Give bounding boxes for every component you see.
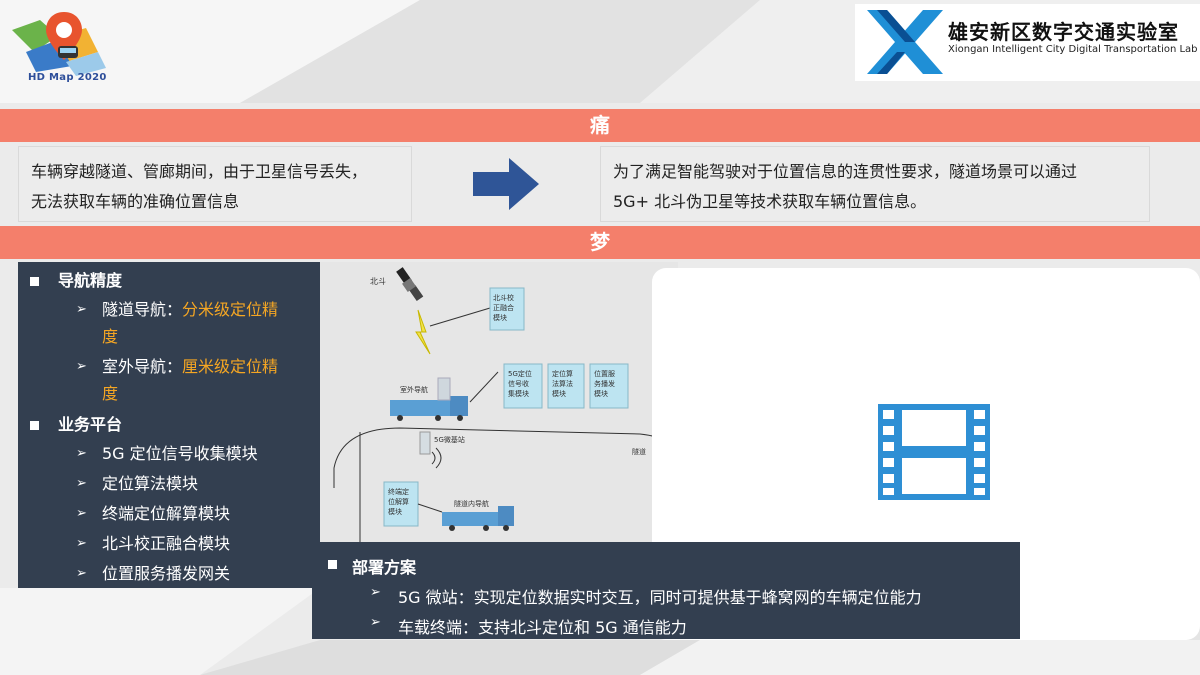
item-highlight-cont: 度 [102,327,119,346]
pain-solution-box: 为了满足智能驾驶对于位置信息的连贯性要求，隧道场景可以通过 5G+ 北斗伪卫星等… [600,146,1150,222]
section-business-platform: 业务平台 [28,410,320,440]
module-5g-box [503,363,543,409]
item-text: 终端定位解算模块 [102,504,231,523]
section-nav-accuracy: 导航精度 [28,266,320,296]
pain-solution-line2: 5G+ 北斗伪卫星等技术获取车辆位置信息。 [613,192,927,211]
bullet-square-icon [30,277,39,286]
tunnel-nav-label: 隧道内导航 [454,499,489,508]
deploy-item-vehicle-terminal: ➢ 车载终端：支持北斗定位和 5G 通信能力 [370,614,687,638]
section-title: 业务平台 [58,415,123,434]
signal-waves-icon [431,447,442,469]
deploy-item-text: 5G 微站：实现定位数据实时交互，同时可提供基于蜂窝网的车辆定位能力 [398,588,922,607]
connector-line [417,503,443,513]
list-item: ➢ 北斗校正融合模块 [28,530,320,557]
list-item-outdoor-nav: ➢ 室外导航：厘米级定位精 度 [28,353,320,407]
base-station-icon [419,431,431,455]
beidou-module-label: 北斗校 正融合 模块 [493,293,516,322]
module-service-box [589,363,629,409]
satellite-icon [396,267,424,302]
satellite-label: 北斗 [370,277,386,286]
film-strip-icon[interactable] [878,404,990,500]
terminal-module-box [383,481,419,527]
outdoor-truck-icon [390,377,468,421]
signal-bolt-icon [415,309,431,355]
system-diagram: 北斗 北斗校 正融合 模块 室外导航 5G定位 信号收 集模块 定位算 法算法 … [320,262,678,542]
list-item: ➢ 位置服务播发网关 [28,560,320,587]
lab-subtitle: Xiongan Intelligent City Digital Transpo… [948,44,1198,55]
pain-solution-line1: 为了满足智能驾驶对于位置信息的连贯性要求，隧道场景可以通过 [613,162,1078,181]
item-label: 隧道导航： [102,300,183,319]
list-item: ➢ 定位算法模块 [28,470,320,497]
arrow-bullet-icon: ➢ [76,359,87,374]
deploy-item-text: 车载终端：支持北斗定位和 5G 通信能力 [398,618,687,637]
module-algo-box [547,363,585,409]
pain-problem-box: 车辆穿越隧道、管廊期间，由于卫星信号丢失， 无法获取车辆的准确位置信息 [18,146,412,222]
item-text: 北斗校正融合模块 [102,534,231,553]
arrow-bullet-icon: ➢ [370,615,381,630]
module-service-label: 位置服 务播发 模块 [594,369,617,398]
section-title: 导航精度 [58,271,123,290]
deploy-title: 部署方案 [326,554,416,578]
tunnel-truck-icon [442,506,514,531]
item-highlight: 分米级定位精 [182,300,279,319]
connector-line [429,307,491,327]
arrow-bullet-icon: ➢ [76,506,87,521]
arrow-bullet-icon: ➢ [76,302,87,317]
item-text: 5G 定位信号收集模块 [102,444,258,463]
bullet-square-icon [328,560,337,569]
lab-title: 雄安新区数字交通实验室 [948,20,1179,44]
pain-problem-line1: 车辆穿越隧道、管廊期间，由于卫星信号丢失， [31,162,368,181]
beidou-module-box [489,287,525,331]
dream-band: 梦 [0,226,1200,259]
arrow-bullet-icon: ➢ [76,446,87,461]
arrow-bullet-icon: ➢ [76,536,87,551]
item-label: 室外导航： [102,357,183,376]
pain-band: 痛 [0,109,1200,142]
deploy-item-5g-station: ➢ 5G 微站：实现定位数据实时交互，同时可提供基于蜂窝网的车辆定位能力 [370,584,922,608]
outdoor-nav-label: 室外导航 [400,385,428,394]
module-algo-label: 定位算 法算法 模块 [552,369,575,398]
map-pin-logo [12,12,106,76]
base-station-label: 5G微基站 [434,435,465,444]
deploy-title-text: 部署方案 [352,558,417,577]
tunnel-label: 隧道 [632,447,646,456]
arrow-bullet-icon: ➢ [76,566,87,581]
x-logo [867,10,943,74]
right-arrow-icon [473,158,539,210]
item-text: 定位算法模块 [102,474,199,493]
list-item: ➢ 5G 定位信号收集模块 [28,440,320,467]
arrow-bullet-icon: ➢ [370,585,381,600]
module-5g-label: 5G定位 信号收 集模块 [508,369,534,398]
connector-line [469,371,499,403]
item-highlight: 厘米级定位精 [182,357,279,376]
list-item-tunnel-nav: ➢ 隧道导航：分米级定位精 度 [28,296,320,350]
terminal-module-label: 终端定 位解算 模块 [388,487,411,516]
deploy-panel: 部署方案 ➢ 5G 微站：实现定位数据实时交互，同时可提供基于蜂窝网的车辆定位能… [312,542,1020,639]
nav-panel [18,262,320,588]
lab-logo: 雄安新区数字交通实验室 Xiongan Intelligent City Dig… [855,4,1200,81]
pain-problem-line2: 无法获取车辆的准确位置信息 [31,192,240,211]
arrow-bullet-icon: ➢ [76,476,87,491]
item-highlight-cont: 度 [102,384,119,403]
list-item: ➢ 终端定位解算模块 [28,500,320,527]
bullet-square-icon [30,421,39,430]
item-text: 位置服务播发网关 [102,564,231,583]
nav-list: 导航精度 ➢ 隧道导航：分米级定位精 度 ➢ 室外导航：厘米级定位精 度 业务平… [28,266,320,590]
hdmap-logo-text: HD Map 2020 [28,72,107,83]
